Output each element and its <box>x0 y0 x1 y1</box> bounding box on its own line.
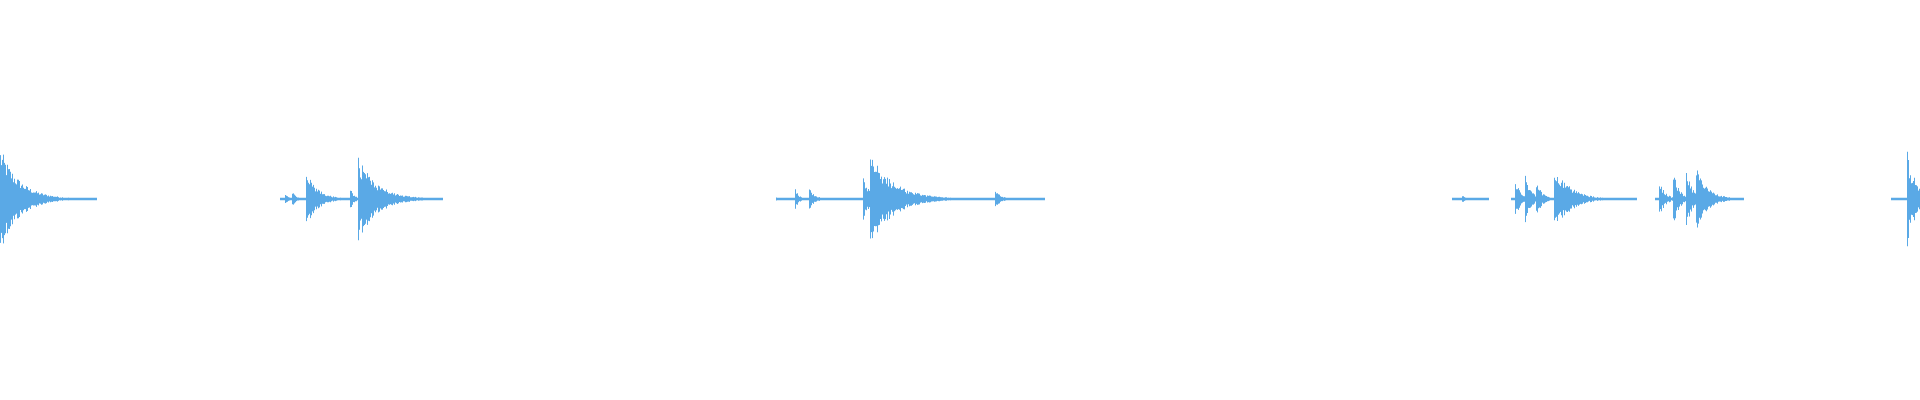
waveform-amplitude <box>0 154 97 244</box>
waveform-amplitude <box>1511 175 1637 223</box>
waveform-segment-7 <box>1891 151 1920 247</box>
waveform-segment-6 <box>1655 170 1744 228</box>
waveform-amplitude <box>1891 151 1920 247</box>
waveform-segment-1 <box>0 154 97 244</box>
waveform-amplitude <box>1452 196 1489 202</box>
waveform-layer <box>0 151 1920 247</box>
waveform-segment-4 <box>1452 196 1489 202</box>
waveform-amplitude <box>1655 170 1744 228</box>
waveform-segment-3 <box>776 159 1045 239</box>
waveform-amplitude <box>280 157 443 241</box>
waveform-amplitude <box>776 159 1045 239</box>
waveform-segment-2 <box>280 157 443 241</box>
waveform-segment-5 <box>1511 175 1637 223</box>
